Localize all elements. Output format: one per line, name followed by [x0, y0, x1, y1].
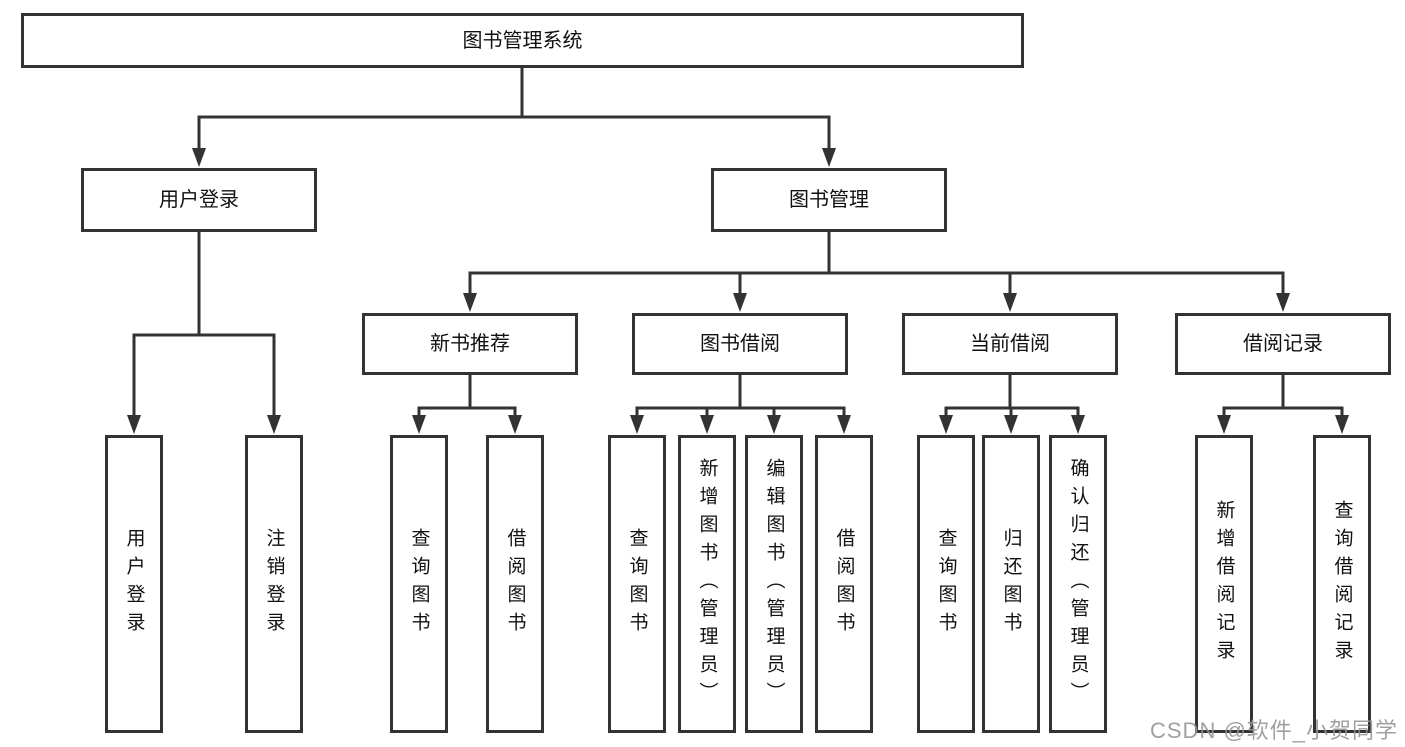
- node-book-management: 图书管理: [711, 168, 947, 232]
- node-book-management-label: 图书管理: [789, 189, 869, 211]
- connector-book-management: [468, 231, 1285, 294]
- node-current-borrow: 当前借阅: [902, 313, 1118, 375]
- leaf-add-borrow-record-label: 新增借阅记录: [1213, 500, 1235, 668]
- arrowheads-current-borrow: [939, 415, 1085, 434]
- leaf-borrow-books-1-label: 借阅图书: [504, 528, 526, 640]
- node-user-login: 用户登录: [81, 168, 317, 232]
- connector-user-login: [132, 231, 276, 416]
- leaf-add-book-admin-label: 新增图书（管理员）: [696, 458, 718, 710]
- leaf-confirm-return-admin-label: 确认归还（管理员）: [1067, 458, 1089, 710]
- leaf-query-books-2: 查询图书: [608, 435, 666, 733]
- connector-new-book: [417, 374, 517, 417]
- node-new-book-recommend: 新书推荐: [362, 313, 578, 375]
- leaf-edit-book-admin-label: 编辑图书（管理员）: [763, 458, 785, 710]
- leaf-user-login-label: 用户登录: [123, 528, 145, 640]
- node-new-book-recommend-label: 新书推荐: [430, 333, 510, 355]
- arrowheads-book-borrow: [630, 415, 851, 434]
- node-book-borrow: 图书借阅: [632, 313, 848, 375]
- leaf-confirm-return-admin: 确认归还（管理员）: [1049, 435, 1107, 733]
- leaf-query-books-1-label: 查询图书: [408, 528, 430, 640]
- leaf-return-book-label: 归还图书: [1000, 528, 1022, 640]
- connector-root: [197, 67, 831, 149]
- csdn-watermark: CSDN @软件_小贺同学: [1150, 718, 1399, 743]
- node-borrow-records: 借阅记录: [1175, 313, 1391, 375]
- node-book-borrow-label: 图书借阅: [700, 333, 780, 355]
- node-borrow-records-label: 借阅记录: [1243, 333, 1323, 355]
- leaf-borrow-books-2: 借阅图书: [815, 435, 873, 733]
- arrowheads-new-book: [412, 415, 522, 434]
- node-user-login-label: 用户登录: [159, 189, 239, 211]
- arrowheads-book-management: [463, 293, 1290, 312]
- leaf-edit-book-admin: 编辑图书（管理员）: [745, 435, 803, 733]
- arrowheads-borrow-records: [1217, 415, 1349, 434]
- leaf-query-books-1: 查询图书: [390, 435, 448, 733]
- leaf-query-books-3: 查询图书: [917, 435, 975, 733]
- leaf-logout-label: 注销登录: [263, 528, 285, 640]
- leaf-user-login: 用户登录: [105, 435, 163, 733]
- node-root-label: 图书管理系统: [462, 29, 583, 52]
- leaf-return-book: 归还图书: [982, 435, 1040, 733]
- leaf-borrow-books-1: 借阅图书: [486, 435, 544, 733]
- connector-borrow-records: [1222, 374, 1344, 417]
- node-root: 图书管理系统: [21, 13, 1024, 68]
- leaf-add-borrow-record: 新增借阅记录: [1195, 435, 1253, 733]
- leaf-query-borrow-record: 查询借阅记录: [1313, 435, 1371, 733]
- leaf-borrow-books-2-label: 借阅图书: [833, 528, 855, 640]
- leaf-query-books-3-label: 查询图书: [935, 528, 957, 640]
- arrowheads-user-login: [127, 415, 281, 434]
- leaf-add-book-admin: 新增图书（管理员）: [678, 435, 736, 733]
- node-current-borrow-label: 当前借阅: [970, 333, 1050, 355]
- leaf-query-borrow-record-label: 查询借阅记录: [1331, 500, 1353, 668]
- leaf-logout: 注销登录: [245, 435, 303, 733]
- arrowheads-root: [192, 148, 836, 167]
- leaf-query-books-2-label: 查询图书: [626, 528, 648, 640]
- connector-current-borrow: [944, 374, 1080, 417]
- connector-book-borrow: [635, 374, 846, 417]
